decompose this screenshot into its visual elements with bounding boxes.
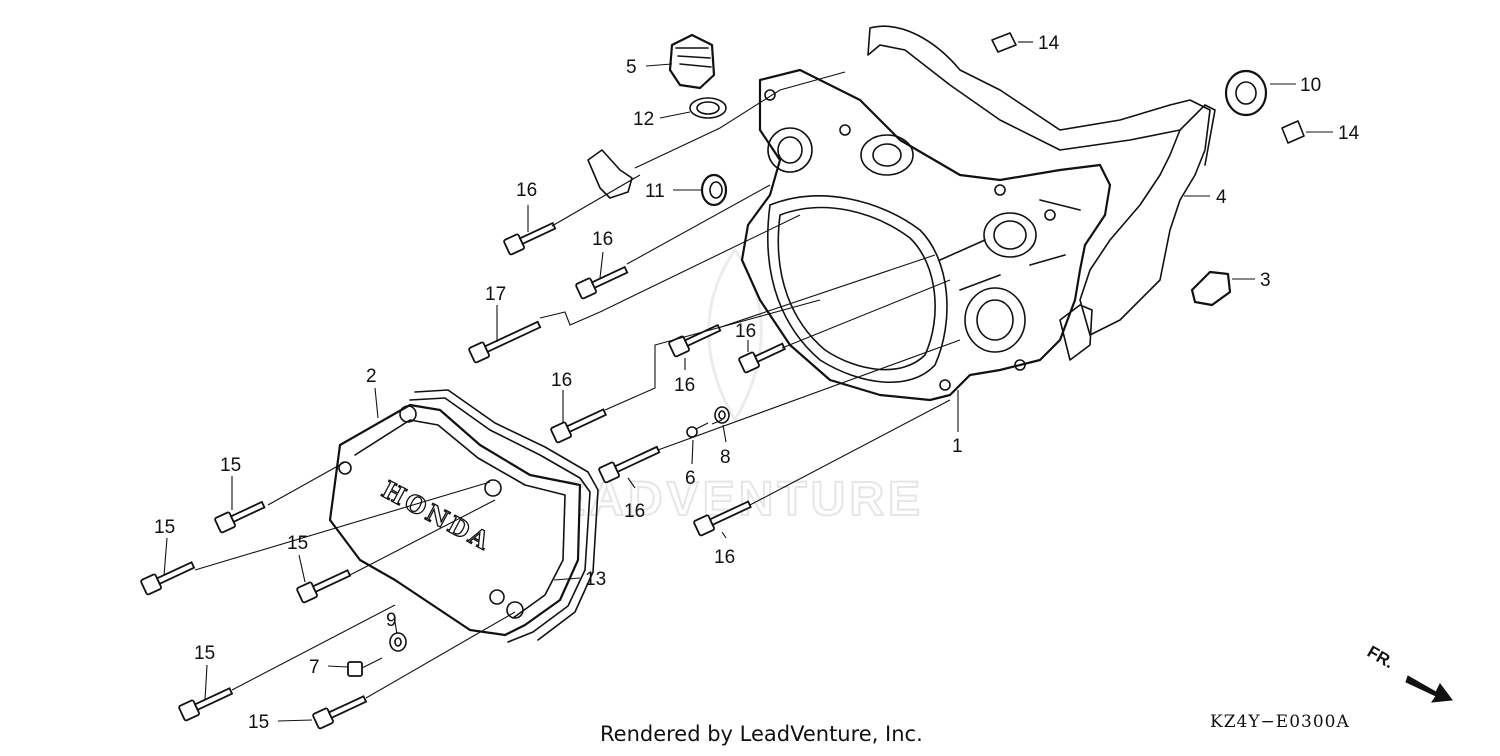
callout-16-f: 16: [624, 501, 645, 522]
callout-11: 11: [645, 181, 665, 202]
part-8-washer[interactable]: [714, 406, 730, 424]
callout-3: 3: [1260, 270, 1271, 291]
part-3-grommet[interactable]: [1190, 270, 1232, 307]
callout-1: 1: [952, 436, 963, 457]
callout-16-g: 16: [714, 547, 735, 568]
bolt-17[interactable]: [468, 317, 542, 364]
callout-labels: 5 12 11 14 10 14 4 3 1 2 13 16 16 17 16 …: [154, 33, 1360, 733]
callout-5: 5: [626, 57, 637, 78]
callout-15-a: 15: [220, 455, 241, 476]
front-direction-indicator: FR.: [1364, 642, 1453, 703]
bolt-15-a[interactable]: [214, 497, 266, 534]
footer-credit: Rendered by LeadVenture, Inc.: [600, 722, 923, 746]
callout-16-d: 16: [674, 375, 695, 396]
bolt-16-d[interactable]: [738, 339, 786, 374]
part-2-clutch-cover[interactable]: HONDA: [328, 403, 582, 637]
part-11-oil-seal[interactable]: [700, 173, 728, 207]
callout-15-b: 15: [154, 517, 175, 538]
callout-4: 4: [1216, 187, 1227, 208]
callout-15-e: 15: [248, 712, 269, 733]
part-1-crankcase-cover[interactable]: [740, 68, 1112, 402]
bolt-group: [140, 219, 786, 730]
part-12-o-ring[interactable]: [689, 97, 727, 119]
direction-label: FR.: [1364, 642, 1397, 672]
callout-10: 10: [1300, 75, 1321, 96]
callout-16-c: 16: [735, 321, 756, 342]
callout-13: 13: [585, 569, 606, 590]
cable-bracket[interactable]: [587, 149, 633, 199]
callout-16-a: 16: [516, 180, 537, 201]
bolt-16-e[interactable]: [550, 405, 608, 444]
bolt-16-a[interactable]: [503, 219, 557, 256]
part-13-cover-gasket[interactable]: [409, 389, 599, 643]
callout-16-e: 16: [551, 370, 572, 391]
callout-7: 7: [309, 657, 320, 678]
part-5-oil-filler-cap[interactable]: [668, 33, 716, 90]
callout-14-a: 14: [1038, 33, 1060, 54]
bolt-15-e[interactable]: [312, 692, 368, 730]
assembly-lines: [194, 71, 961, 699]
callout-6: 6: [685, 468, 696, 489]
bolt-15-c[interactable]: [296, 566, 352, 604]
part-6-bolt[interactable]: [686, 422, 709, 438]
callout-17: 17: [485, 284, 506, 305]
watermark-flame-icon: [707, 247, 763, 423]
callout-2: 2: [366, 366, 377, 387]
callout-leaders: [163, 41, 1333, 722]
diagram-code: KZ4Y−E0300A: [1210, 712, 1350, 732]
callout-12: 12: [633, 109, 654, 130]
part-14-dowel-pin-a[interactable]: [991, 32, 1017, 53]
part-9-washer[interactable]: [389, 632, 407, 652]
front-arrow-icon: [1405, 675, 1453, 703]
part-7-bolt[interactable]: [347, 657, 383, 677]
bolt-16-b[interactable]: [575, 263, 629, 300]
bolt-16-f[interactable]: [598, 442, 661, 484]
callout-16-b: 16: [592, 229, 613, 250]
bolt-15-d[interactable]: [178, 684, 234, 722]
callout-9: 9: [386, 610, 397, 631]
bolt-16-g[interactable]: [693, 497, 752, 537]
part-4-gasket[interactable]: [867, 25, 1216, 336]
callout-15-c: 15: [287, 533, 308, 554]
bolt-15-b[interactable]: [140, 558, 196, 596]
part-10-bearing[interactable]: [1224, 69, 1268, 117]
callout-8: 8: [720, 447, 731, 468]
callout-14-b: 14: [1338, 123, 1360, 144]
callout-15-d: 15: [194, 643, 215, 664]
part-14-dowel-pin-b[interactable]: [1281, 120, 1305, 144]
